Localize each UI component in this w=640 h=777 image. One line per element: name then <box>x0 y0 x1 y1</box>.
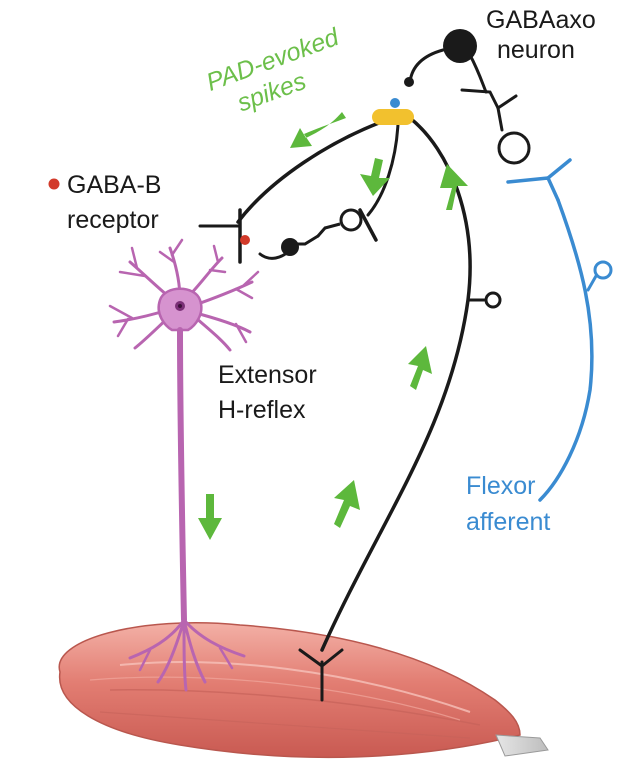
flexor-afferent <box>506 158 598 502</box>
gabaaxo-soma <box>443 29 477 63</box>
label-extensor-1: Extensor <box>218 361 317 389</box>
arrow-up-top <box>440 164 468 210</box>
gabab-receptor-dot <box>240 235 250 245</box>
motoneuron <box>108 238 260 692</box>
label-gabab-1: GABA-B <box>67 171 161 199</box>
gabab-legend-dot <box>48 178 60 190</box>
arrow-up-lower <box>334 480 360 528</box>
flexor-bouton <box>593 260 613 280</box>
green-arrows <box>198 112 468 540</box>
arrow-down-motoneuron <box>198 494 222 540</box>
tendon <box>495 734 549 757</box>
label-extensor-2: H-reflex <box>218 396 306 424</box>
arrow-down-branch <box>360 158 390 196</box>
label-gabab-2: receptor <box>67 206 159 234</box>
muscle <box>58 622 521 759</box>
label-flexor-1: Flexor <box>466 472 535 500</box>
label-gabaaxo-2: neuron <box>497 36 575 64</box>
label-gabaaxo-1: GABAaxo <box>486 6 596 34</box>
arrow-up-middle <box>408 346 432 390</box>
synapse-yellow <box>372 109 414 125</box>
label-flexor-2: afferent <box>466 508 550 536</box>
collateral-bouton <box>484 291 502 309</box>
arrow-pad-spikes <box>290 112 346 148</box>
synapse-blue-dot <box>390 98 400 108</box>
